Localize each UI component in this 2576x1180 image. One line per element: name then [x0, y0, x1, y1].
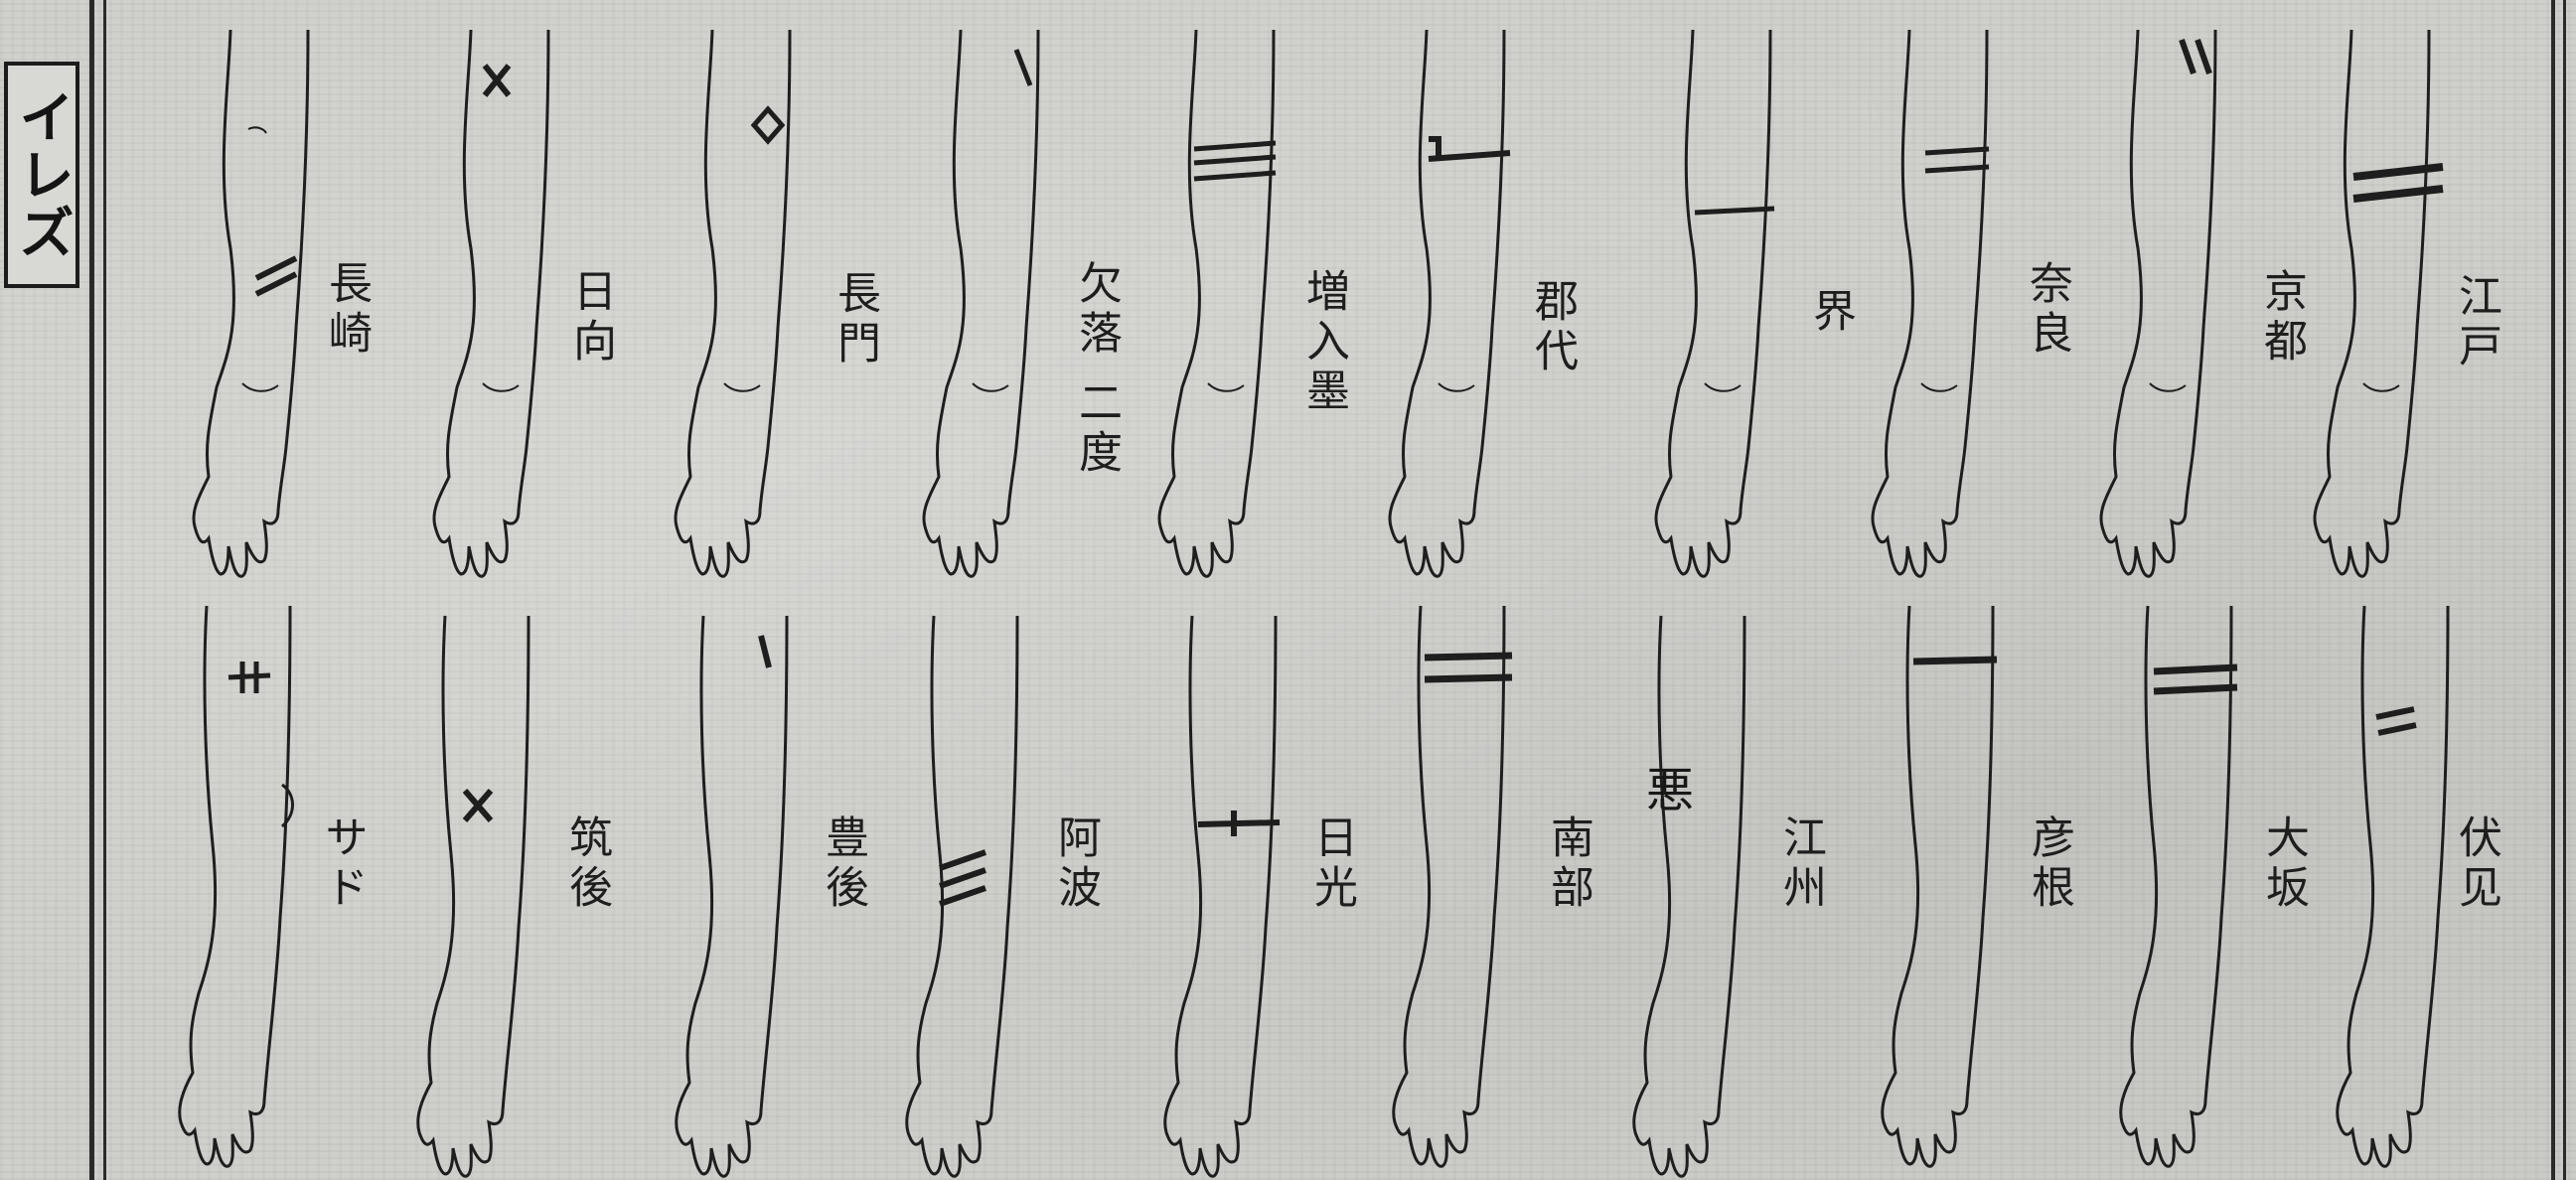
tattoo-mark-single-slash	[1016, 50, 1030, 85]
tattoo-mark-cross	[465, 791, 491, 820]
label-chikugo: 筑後	[564, 814, 608, 914]
label-ketsuraku: 欠落 二度	[1063, 260, 1129, 509]
tattoo-mark-band	[1429, 139, 1510, 159]
label-edo: 江戸	[2454, 273, 2498, 372]
tattoo-arm-nara	[1873, 30, 1989, 576]
label-goshu: 江州	[1778, 814, 1822, 914]
tattoo-arm-kyoto	[2101, 30, 2215, 576]
label-nikko: 日光	[1309, 814, 1353, 914]
tattoo-mark-double-band	[1925, 149, 1989, 171]
tattoo-arm-awa	[907, 616, 1017, 1176]
tattoo-mark-double-band	[1425, 656, 1512, 679]
label-sakai: 界	[1808, 288, 1852, 338]
label-hyuga: 日向	[568, 268, 612, 368]
label-kyoto: 京都	[2259, 268, 2303, 368]
tattoo-arm-nikko	[1165, 616, 1280, 1176]
label-hikone: 彦根	[2027, 814, 2070, 914]
tattoo-mark-double-band	[2353, 167, 2443, 199]
label-awa: 阿波	[1053, 814, 1097, 914]
tattoo-arm-sakai	[1656, 30, 1774, 576]
tattoo-arm-hyuga	[434, 30, 548, 576]
label-gundai: 郡代	[1530, 278, 1574, 377]
tattoo-mark-band	[1913, 660, 1997, 662]
tattoo-arm-edo	[2315, 30, 2443, 576]
tattoo-mark-triple-slash	[940, 852, 985, 904]
tattoo-arm-osaka	[2121, 606, 2237, 1166]
tattoo-arm-bungo	[677, 616, 787, 1176]
label-bungo: 豊後	[821, 814, 864, 914]
label-nagato: 長門	[833, 270, 876, 369]
tattoo-mark-band-ticks	[228, 662, 270, 693]
tattoo-mark-band	[1695, 209, 1774, 213]
tattoo-mark-double-slash	[2182, 40, 2209, 74]
tattoo-mark-triple-band	[1194, 143, 1276, 179]
label-nagasaki: 長崎	[324, 260, 368, 360]
tattoo-arm-mashiirezumi	[1159, 30, 1276, 576]
tattoo-mark-character: 悪	[1641, 765, 1689, 818]
label-mashiirezumi: 増入墨	[1301, 268, 1345, 417]
label-sado: サド	[320, 814, 364, 914]
label-fushimi: 伏见	[2454, 814, 2498, 914]
tattoo-arm-nagato	[676, 30, 790, 576]
tattoo-mark-double-slash	[2376, 709, 2416, 733]
tattoo-arm-nagasaki	[194, 30, 308, 576]
tattoo-arm-fushimi	[2338, 606, 2448, 1166]
tattoo-arm-goshu	[1634, 616, 1744, 1176]
label-nara: 奈良	[2025, 260, 2068, 360]
tattoo-mark-double-band	[2154, 667, 2237, 691]
label-nanbu: 南部	[1546, 814, 1590, 914]
tattoo-arm-nanbu	[1394, 606, 1512, 1166]
tattoo-mark-double-slash	[256, 258, 296, 294]
tattoo-mark-single-slash	[761, 636, 769, 667]
tattoo-mark-cross	[485, 66, 509, 95]
tattoo-arm-chikugo	[418, 616, 529, 1176]
tattoo-mark-diamond	[754, 109, 782, 141]
label-osaka: 大坂	[2261, 814, 2305, 914]
tattoo-mark-band-tick	[1198, 811, 1280, 836]
tattoo-arm-ketsuraku	[924, 30, 1038, 576]
tattoo-arm-sado	[180, 606, 293, 1166]
tattoo-arm-hikone	[1883, 606, 1997, 1166]
tattoo-arm-gundai	[1390, 30, 1510, 576]
